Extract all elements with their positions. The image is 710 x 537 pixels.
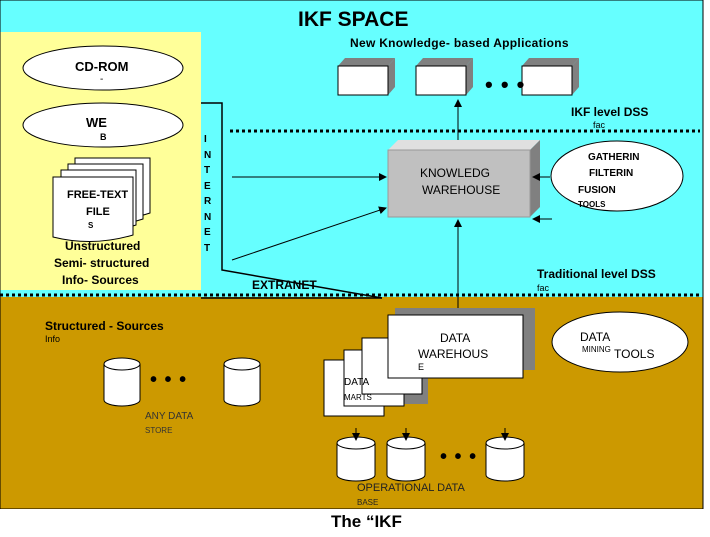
filtering-label: FILTERIN (589, 168, 634, 179)
knowledge-warehouse-box (387, 140, 540, 218)
data-warehouse-label-3: E (418, 362, 425, 372)
internet-letter: N (204, 211, 212, 223)
cdrom-sub: - (100, 74, 104, 85)
data-marts-sub: MARTS (344, 393, 372, 402)
data-mining-tools-label: TOOLS (614, 347, 655, 361)
apps-label: New Knowledge- based Applications (350, 36, 569, 50)
info-sources-caption: Info- Sources (62, 273, 139, 287)
data-marts-label: DATA (344, 377, 370, 388)
freetext-label: FREE-TEXT (67, 189, 129, 201)
traditional-level-sub: fac (537, 283, 550, 293)
operational-db-cylinder (336, 436, 376, 482)
data-warehouse-box (387, 308, 535, 379)
internet-letter: E (204, 180, 211, 192)
knowledge-warehouse-label: KNOWLEDG (420, 166, 491, 180)
internet-letter: N (204, 149, 212, 161)
internet-label: I N T E R N E T (204, 135, 216, 259)
operational-db-label: OPERATIONAL DATA (357, 482, 465, 494)
gathering-label: GATHERIN (588, 152, 640, 163)
operational-db-sub: BASE (357, 498, 379, 507)
tools-label: TOOLS (578, 200, 606, 209)
cdrom-oval (22, 45, 184, 91)
application-box (415, 58, 473, 96)
unstructured-caption: Unstructured (65, 239, 141, 253)
knowledge-warehouse-label-2: WAREHOUSE (422, 183, 501, 197)
ikf-level-label: IKF level DSS (571, 105, 649, 119)
semistructured-caption: Semi- structured (54, 256, 150, 270)
diagram-title: IKF SPACE (298, 8, 409, 31)
operational-db-cylinder (485, 436, 525, 482)
internet-connector (201, 102, 383, 299)
db-ellipsis: • • • (440, 446, 478, 468)
structured-info-label: Info (45, 334, 61, 344)
data-warehouse-label: DATA (440, 331, 471, 345)
traditional-level-label: Traditional level DSS (537, 267, 656, 281)
internet-letter: T (204, 242, 211, 254)
internet-letter: E (204, 227, 211, 238)
data-mining-sub: MINING (582, 345, 611, 354)
internet-letter: T (204, 165, 211, 176)
data-store-cylinder (103, 357, 141, 407)
freetext-s-label: S (88, 221, 94, 230)
data-store-cylinder (223, 357, 261, 407)
gathering-tools-oval (550, 140, 684, 212)
internet-letter: R (204, 196, 212, 207)
store-ellipsis: • • • (150, 369, 188, 391)
operational-db-cylinder (386, 436, 426, 482)
data-warehouse-label-2: WAREHOUS (418, 347, 489, 361)
free-text-files-icon (52, 157, 151, 242)
extranet-to-kw-arrow (231, 206, 387, 261)
application-box (521, 58, 579, 96)
web-sub: B (100, 132, 107, 142)
apps-ellipsis: • • • (485, 72, 526, 97)
figure-caption: The “IKF (331, 512, 402, 531)
extranet-label: EXTRANET (252, 278, 317, 292)
web-label: WE (86, 115, 107, 130)
fusion-label: FUSION (578, 185, 616, 196)
freetext-file-label: FILE (86, 206, 110, 218)
data-mining-label: DATA (580, 330, 611, 344)
ikf-level-sub: fac (593, 120, 606, 130)
application-box (337, 58, 395, 96)
internet-letter: I (204, 134, 207, 145)
any-data-store-sub: STORE (145, 426, 173, 435)
structured-label: Structured - Sources (45, 319, 164, 333)
any-data-store-label: ANY DATA (145, 411, 194, 422)
web-oval (22, 102, 184, 148)
cdrom-label: CD-ROM (75, 59, 129, 74)
data-mining-oval (551, 311, 689, 373)
